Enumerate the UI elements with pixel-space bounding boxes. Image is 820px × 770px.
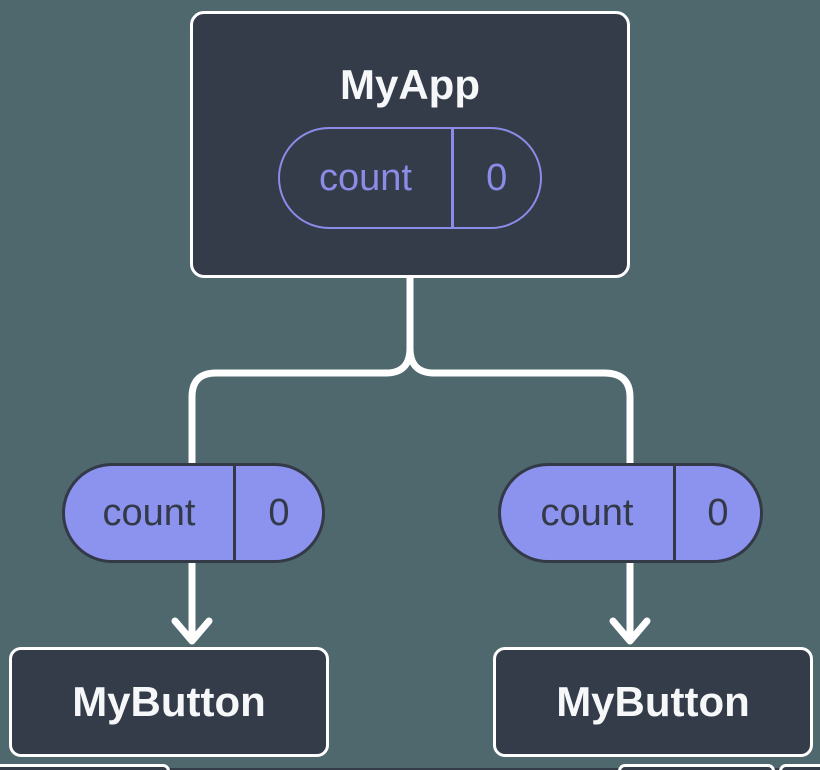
cropped-node-peek [618, 764, 775, 770]
child-component-label: MyButton [556, 678, 750, 725]
passed-prop-pill-right: count 0 [498, 463, 763, 563]
prop-name: count [102, 491, 196, 534]
cropped-node-peek [779, 764, 820, 770]
prop-value: 0 [707, 491, 729, 534]
child-component-node-right: MyButton [493, 647, 813, 757]
prop-value: 0 [486, 156, 508, 199]
tree-branch-left [188, 276, 414, 638]
prop-value: 0 [268, 491, 290, 534]
tree-branch-right [406, 276, 634, 638]
child-component-label: MyButton [72, 678, 266, 725]
cropped-node-peek [0, 764, 170, 770]
root-prop-pill: count 0 [278, 127, 542, 229]
prop-name: count [540, 491, 634, 534]
child-component-node-left: MyButton [9, 647, 329, 757]
prop-name: count [319, 156, 412, 199]
root-component-label: MyApp [340, 61, 480, 108]
pill-divider [233, 466, 236, 560]
pill-divider [451, 129, 454, 227]
bottom-crop-line [0, 768, 820, 770]
passed-prop-pill-left: count 0 [62, 463, 325, 563]
pill-divider [673, 466, 676, 560]
arrow-down-icon [171, 617, 213, 645]
root-component-node: MyApp count 0 [190, 11, 630, 278]
arrow-down-icon [609, 617, 651, 645]
